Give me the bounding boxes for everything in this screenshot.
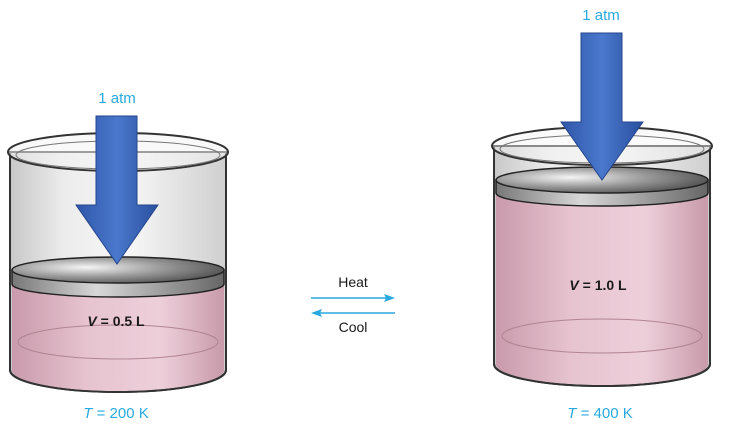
heat-label: Heat [338,274,368,290]
left-pressure-label: 1 atm [98,90,136,107]
heat-arrow [311,294,395,302]
right-cylinder [491,32,713,387]
cool-label: Cool [339,319,368,335]
left-temp-value: = 200 K [92,405,148,422]
right-gas [496,192,708,385]
left-gas [12,283,224,391]
right-temp-value: = 400 K [576,405,632,422]
right-pressure-label: 1 atm [582,7,620,24]
right-temperature-label: T = 400 K [567,405,632,422]
left-volume-value: = 0.5 L [97,313,145,329]
left-temp-symbol: T [83,405,94,422]
left-pressure-arrow [75,115,159,265]
right-pressure-arrow [560,32,644,181]
right-volume-label: V = 1.0 L [569,277,627,293]
left-temperature-label: T = 200 K [83,405,148,422]
left-volume-label: V = 0.5 L [87,313,145,329]
right-volume-symbol: V [569,277,580,293]
right-volume-value: = 1.0 L [579,277,627,293]
left-cylinder [7,115,229,393]
right-temp-symbol: T [567,405,578,422]
process-arrows: Heat Cool [311,274,395,335]
cool-arrow [311,309,395,317]
left-piston [11,256,225,298]
left-volume-symbol: V [87,313,98,329]
